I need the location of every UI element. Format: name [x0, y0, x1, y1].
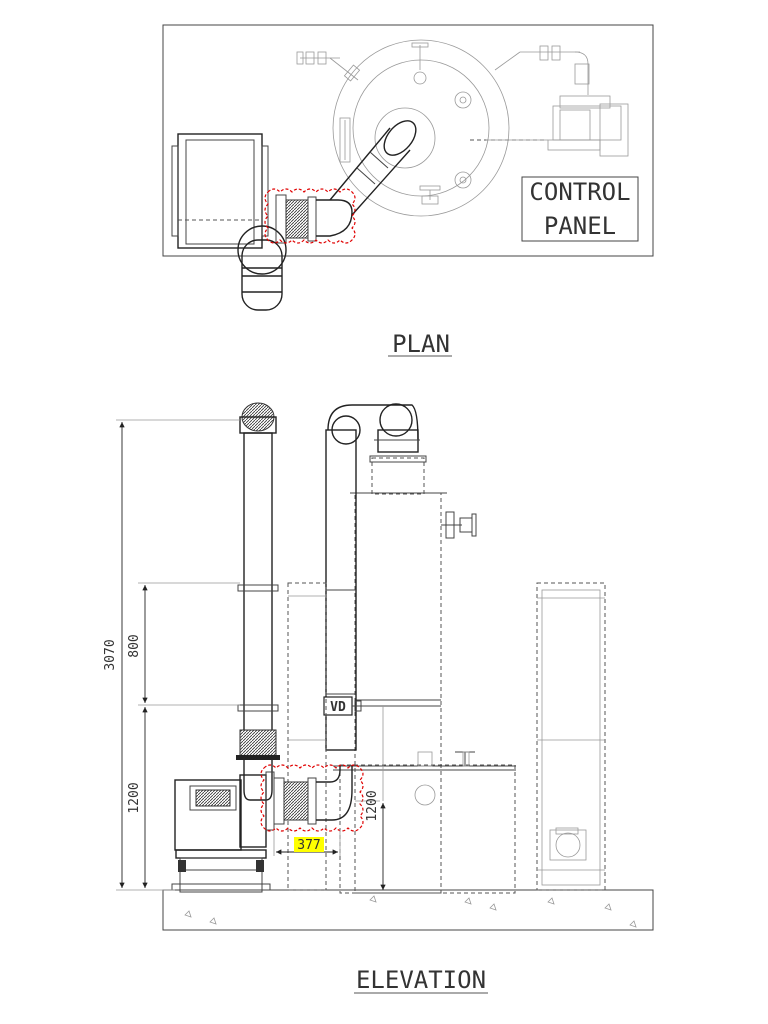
fan-motor [171, 774, 271, 893]
exhaust-stack [236, 402, 280, 801]
base-slab [162, 889, 654, 931]
control-panel-box: CONTROL PANEL [521, 176, 639, 242]
dimension-horizontal: 377 [273, 830, 341, 856]
elevation-revision-cloud [260, 764, 364, 832]
plan-inlet-duct [275, 120, 417, 244]
plan-tank [332, 39, 545, 217]
plan-view: CONTROL PANEL [162, 24, 654, 311]
elevation-title-group: ELEVATION [354, 966, 488, 994]
right-frame [536, 582, 606, 891]
vd-label: VD [330, 700, 346, 715]
plan-title-group: PLAN [388, 330, 452, 358]
dimension-left: 3070 800 1200 [103, 419, 240, 891]
plan-revision-cloud [264, 188, 356, 244]
plan-exhaust-stack [237, 225, 287, 311]
base-slab-marks [184, 895, 637, 928]
dim-upper-label: 800 [127, 634, 142, 657]
dim-right-label: 1200 [365, 790, 380, 821]
center-support [287, 582, 327, 891]
dim-horizontal-label: 377 [297, 838, 320, 853]
plan-title: PLAN [392, 330, 450, 358]
plan-pipe-top-right [486, 45, 629, 157]
plan-pipe-top-left [296, 51, 361, 82]
vd-damper: VD [323, 696, 362, 716]
control-panel-label-1: CONTROL [529, 178, 630, 206]
elevation-title: ELEVATION [356, 966, 486, 994]
dim-highlight [294, 837, 324, 852]
elevation-view: VD [103, 402, 654, 931]
plan-border [162, 24, 654, 257]
dim-total-label: 3070 [103, 639, 118, 670]
control-panel-label-2: PANEL [544, 212, 616, 240]
dim-lower-label: 1200 [127, 782, 142, 813]
scrubber-tank [333, 455, 516, 894]
inlet-connector [265, 765, 353, 831]
dimension-right: 1200 [355, 706, 386, 890]
plan-fan-unit [171, 133, 269, 249]
